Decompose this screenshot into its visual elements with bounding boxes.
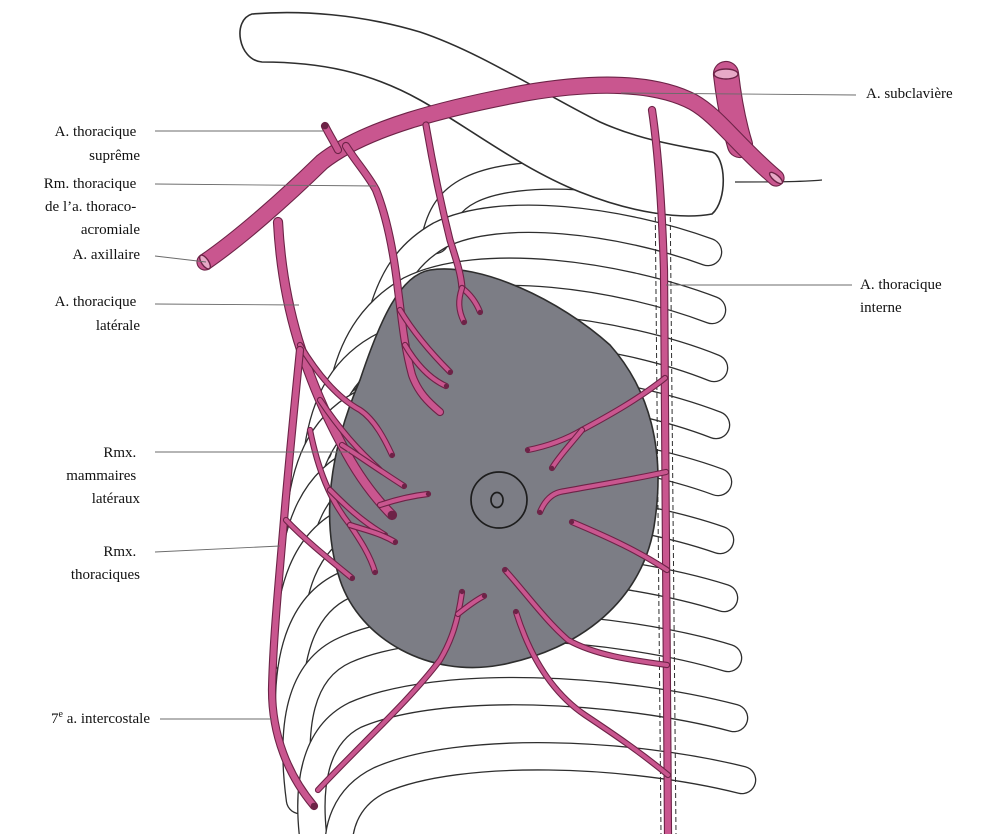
artery-cut-end — [388, 511, 397, 520]
artery-cut-end — [311, 803, 318, 810]
label-subclaviere: A. subclavière — [866, 86, 953, 102]
artery-cut-end — [426, 492, 430, 496]
artery-cut-end — [444, 384, 448, 388]
label-line: A. thoracique — [55, 124, 137, 140]
label-axillaire: A. axillaire — [73, 247, 141, 263]
label-line: A. axillaire — [73, 247, 141, 263]
label-line: A. subclavière — [866, 86, 953, 102]
artery-cut-end — [482, 594, 486, 598]
leader-thoracique-laterale — [155, 304, 299, 305]
leader-thoraciques — [155, 546, 280, 552]
artery-cut-end — [448, 370, 452, 374]
artery-cut-end — [526, 448, 530, 452]
artery-cut-end — [550, 466, 554, 470]
artery-cut-end — [570, 520, 574, 524]
label-line: thoraciques — [71, 567, 140, 583]
label-thoracique-interne: A. thoracique interne — [860, 277, 945, 316]
label-line: Rmx. — [103, 445, 136, 461]
artery-cut-end — [350, 576, 354, 580]
label-thoraco-acromiale: Rm. thoracique de l’a. thoraco- acromial… — [44, 176, 141, 238]
artery-cut-end — [514, 610, 518, 614]
artery-cut-end — [460, 590, 464, 594]
label-line: latéraux — [92, 491, 141, 507]
label-line: A. thoracique — [55, 294, 137, 310]
label-line: acromiale — [81, 222, 140, 238]
label-line: latérale — [96, 318, 140, 334]
label-thoracique-supreme: A. thoracique suprême — [55, 124, 141, 164]
artery-cut-end — [390, 453, 394, 457]
label-mammaires-lateraux: Rmx. mammaires latéraux — [66, 445, 140, 507]
artery-cut-end — [462, 320, 466, 324]
artery-cut-end — [402, 484, 406, 488]
artery-cut-end — [393, 540, 397, 544]
label-line: A. thoracique — [860, 277, 942, 293]
label-thoracique-laterale: A. thoracique latérale — [55, 294, 141, 334]
label-line: Rmx. — [103, 544, 136, 560]
artery-cut-end — [503, 568, 507, 572]
label-intercostale: 7e a. intercostale — [51, 709, 150, 727]
label-line: de l’a. thoraco- — [45, 199, 136, 215]
label-thoraciques: Rmx. thoraciques — [71, 544, 140, 583]
subclavian-artery-origin-cut-end — [714, 69, 738, 79]
artery-cut-end — [478, 310, 482, 314]
rib-11 — [339, 756, 742, 834]
artery-cut-end — [322, 123, 329, 130]
label-line: suprême — [89, 148, 140, 164]
artery-cut-end — [538, 510, 542, 514]
label-line: Rm. thoracique — [44, 176, 137, 192]
label-line: a. intercostale — [63, 711, 150, 727]
label-line: mammaires — [66, 468, 136, 484]
label-line: interne — [860, 300, 902, 316]
artery-cut-end — [373, 570, 377, 574]
leader-thoraco-acromiale — [155, 184, 376, 186]
